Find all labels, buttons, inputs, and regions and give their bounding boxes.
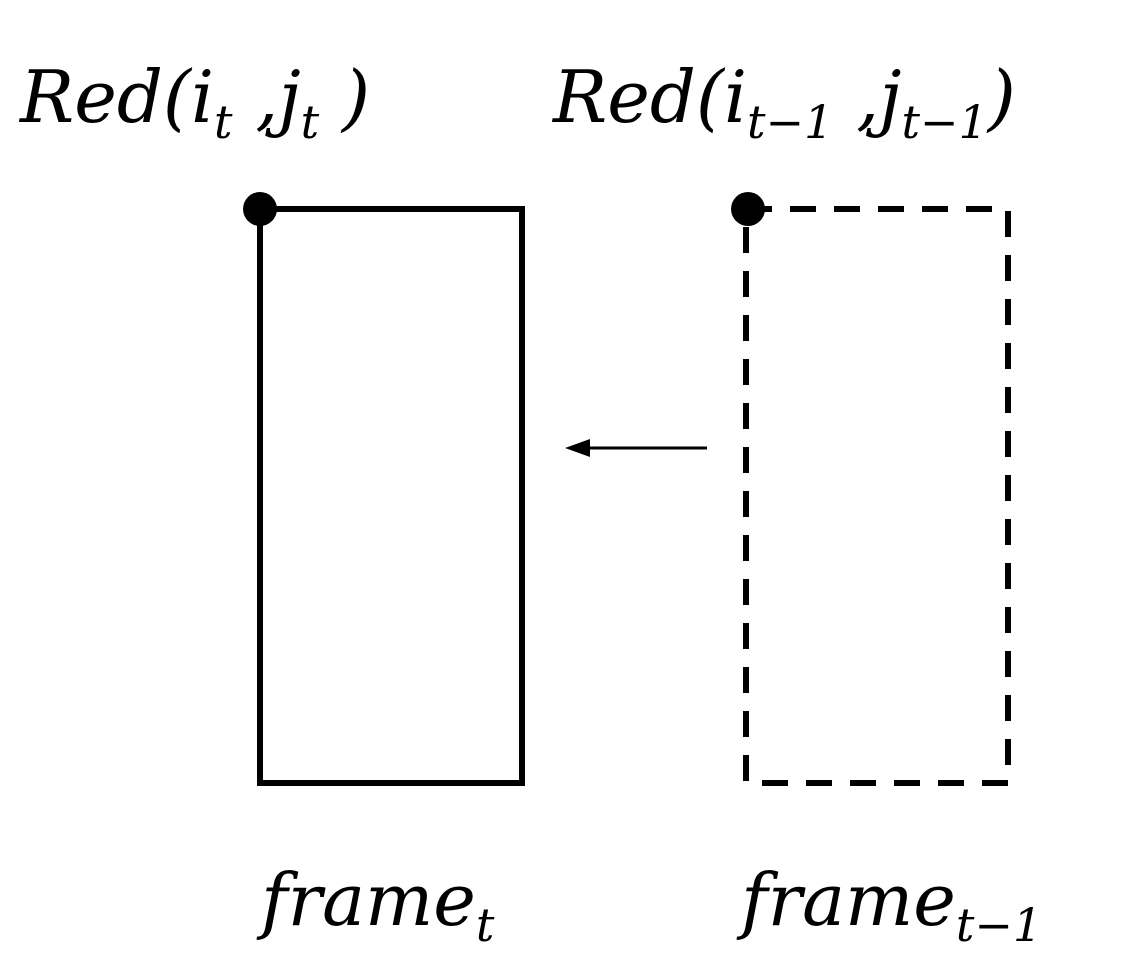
previous-j-subscript: t−1 bbox=[901, 95, 987, 149]
current-i-subscript: t bbox=[214, 95, 233, 149]
current-frame-subscript: t bbox=[476, 898, 495, 952]
previous-comma: , bbox=[833, 55, 879, 139]
current-frame-label: framet bbox=[256, 858, 495, 952]
current-red-base: Red(i bbox=[18, 55, 214, 139]
previous-i-subscript: t−1 bbox=[747, 95, 833, 149]
previous-frame-rectangle bbox=[743, 206, 1011, 786]
current-red-point-marker bbox=[243, 192, 277, 226]
previous-close-paren: ) bbox=[986, 55, 1016, 139]
current-j-subscript: t bbox=[301, 95, 320, 149]
current-red-point-label: Red(it ,jt ) bbox=[18, 55, 370, 149]
previous-red-point-marker bbox=[731, 192, 765, 226]
motion-arrow-head bbox=[565, 439, 590, 457]
current-frame-rectangle bbox=[257, 206, 525, 786]
previous-red-point-label: Red(it−1 ,jt−1) bbox=[551, 55, 1016, 149]
current-comma: , bbox=[233, 55, 279, 139]
previous-frame-base: frame bbox=[736, 858, 956, 942]
current-frame-base: frame bbox=[256, 858, 476, 942]
previous-frame-subscript: t−1 bbox=[956, 898, 1042, 952]
current-close-paren: ) bbox=[319, 55, 370, 139]
previous-red-base: Red(i bbox=[551, 55, 747, 139]
previous-frame-label: framet−1 bbox=[736, 858, 1042, 952]
